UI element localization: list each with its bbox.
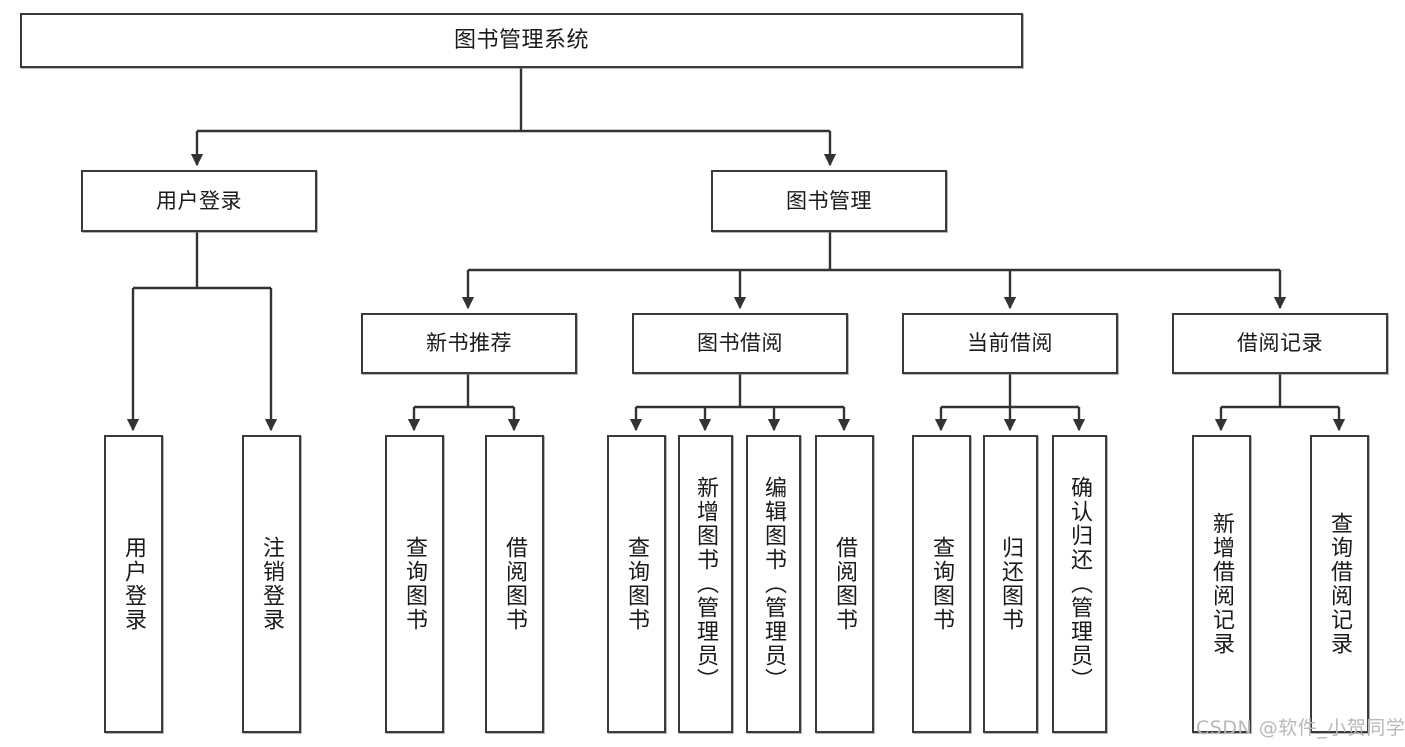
- leaf-add-book-admin[interactable]: 新增图书（管理员）: [678, 435, 733, 733]
- csdn-watermark: CSDN @软件_小贺同学: [1196, 717, 1405, 739]
- node-user-login[interactable]: 用户登录: [81, 170, 317, 232]
- leaf-query-borrow-record[interactable]: 查询借阅记录: [1310, 435, 1369, 733]
- node-current-borrow[interactable]: 当前借阅: [902, 313, 1118, 374]
- leaf-edit-book-admin[interactable]: 编辑图书（管理员）: [746, 435, 801, 733]
- node-label: 借阅图书: [832, 536, 858, 632]
- leaf-borrow-book[interactable]: 借阅图书: [815, 435, 874, 733]
- node-label: 借阅记录: [1237, 331, 1323, 356]
- node-label: 归还图书: [998, 536, 1024, 632]
- node-label: 查询借阅记录: [1327, 512, 1353, 656]
- node-label: 借阅图书: [502, 536, 528, 632]
- node-book-borrow[interactable]: 图书借阅: [632, 313, 848, 374]
- node-root-book-management-system[interactable]: 图书管理系统: [20, 13, 1023, 68]
- node-new-book-recommend[interactable]: 新书推荐: [361, 313, 577, 374]
- leaf-user-login[interactable]: 用户登录: [104, 435, 163, 733]
- leaf-query-book-current[interactable]: 查询图书: [912, 435, 971, 733]
- leaf-return-book[interactable]: 归还图书: [983, 435, 1038, 733]
- node-label: 编辑图书（管理员）: [761, 476, 787, 692]
- node-book-management[interactable]: 图书管理: [711, 170, 947, 232]
- node-label: 用户登录: [156, 188, 242, 213]
- leaf-query-book-recommend[interactable]: 查询图书: [385, 435, 444, 733]
- node-label: 新增借阅记录: [1209, 512, 1235, 656]
- node-label: 新书推荐: [426, 331, 512, 356]
- node-label: 查询图书: [402, 536, 428, 632]
- leaf-borrow-book-recommend[interactable]: 借阅图书: [485, 435, 544, 733]
- node-label: 图书管理系统: [453, 27, 589, 53]
- leaf-add-borrow-record[interactable]: 新增借阅记录: [1192, 435, 1251, 733]
- node-label: 注销登录: [259, 536, 285, 632]
- node-label: 图书管理: [786, 188, 872, 213]
- leaf-confirm-return-admin[interactable]: 确认归还（管理员）: [1052, 435, 1107, 733]
- node-label: 确认归还（管理员）: [1067, 476, 1093, 692]
- leaf-logout-login[interactable]: 注销登录: [242, 435, 301, 733]
- node-label: 图书借阅: [697, 331, 783, 356]
- node-label: 查询图书: [929, 536, 955, 632]
- node-label: 新增图书（管理员）: [693, 476, 719, 692]
- node-label: 当前借阅: [967, 331, 1053, 356]
- node-label: 用户登录: [121, 536, 147, 632]
- node-borrow-record[interactable]: 借阅记录: [1172, 313, 1388, 374]
- node-label: 查询图书: [624, 536, 650, 632]
- leaf-query-book-borrow[interactable]: 查询图书: [607, 435, 666, 733]
